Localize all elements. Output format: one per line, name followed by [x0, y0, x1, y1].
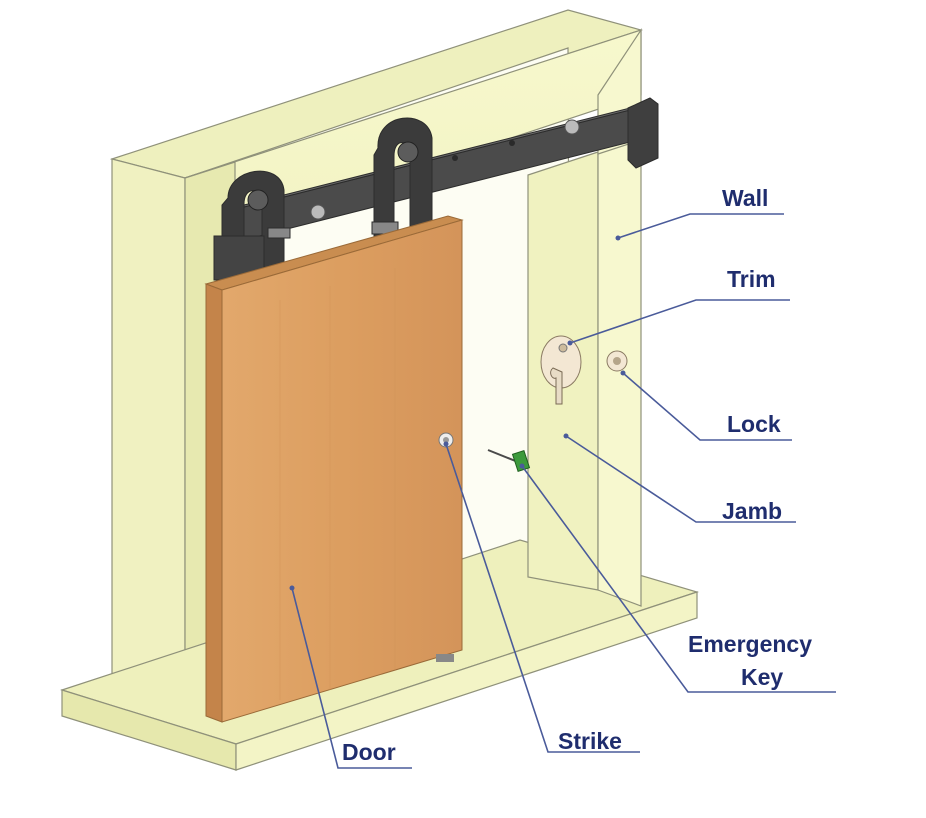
label-emergency-key-line1: Emergency [688, 631, 812, 657]
leader-lines [289, 213, 836, 769]
lock-hardware [487, 335, 628, 473]
callout-labels: Wall Trim Lock Jamb Emergency Key Strike… [342, 185, 812, 765]
leader-jamb [565, 435, 796, 523]
door [204, 215, 464, 723]
jamb-front-face [597, 137, 642, 607]
label-wall: Wall [722, 185, 768, 211]
rail-end-stop [627, 97, 659, 169]
leader-lock [622, 372, 792, 441]
label-emergency-key-line2: Key [741, 664, 783, 690]
wall-base-right-front [235, 591, 698, 771]
label-strike: Strike [558, 728, 622, 754]
leader-emergency-key [521, 465, 836, 693]
label-trim: Trim [727, 266, 776, 292]
rail-bolt-4 [452, 155, 458, 161]
rail-bolt-2 [564, 119, 580, 135]
rail-hardware [213, 97, 659, 287]
right-hanger [371, 117, 433, 241]
leader-strike [445, 443, 640, 753]
leader-wall [617, 213, 784, 239]
rail-bolt-1 [310, 204, 326, 220]
leader-trim [569, 299, 790, 344]
label-lock: Lock [727, 411, 781, 437]
label-jamb: Jamb [722, 498, 782, 524]
door-left-edge [205, 283, 223, 723]
trim-handle [550, 367, 563, 405]
left-hanger [213, 170, 291, 287]
door-face [221, 219, 463, 723]
wall-left-post [111, 158, 186, 721]
floor-guide [436, 654, 454, 662]
leader-door [291, 587, 412, 769]
label-door: Door [342, 739, 396, 765]
rail-bolt-3 [509, 140, 515, 146]
